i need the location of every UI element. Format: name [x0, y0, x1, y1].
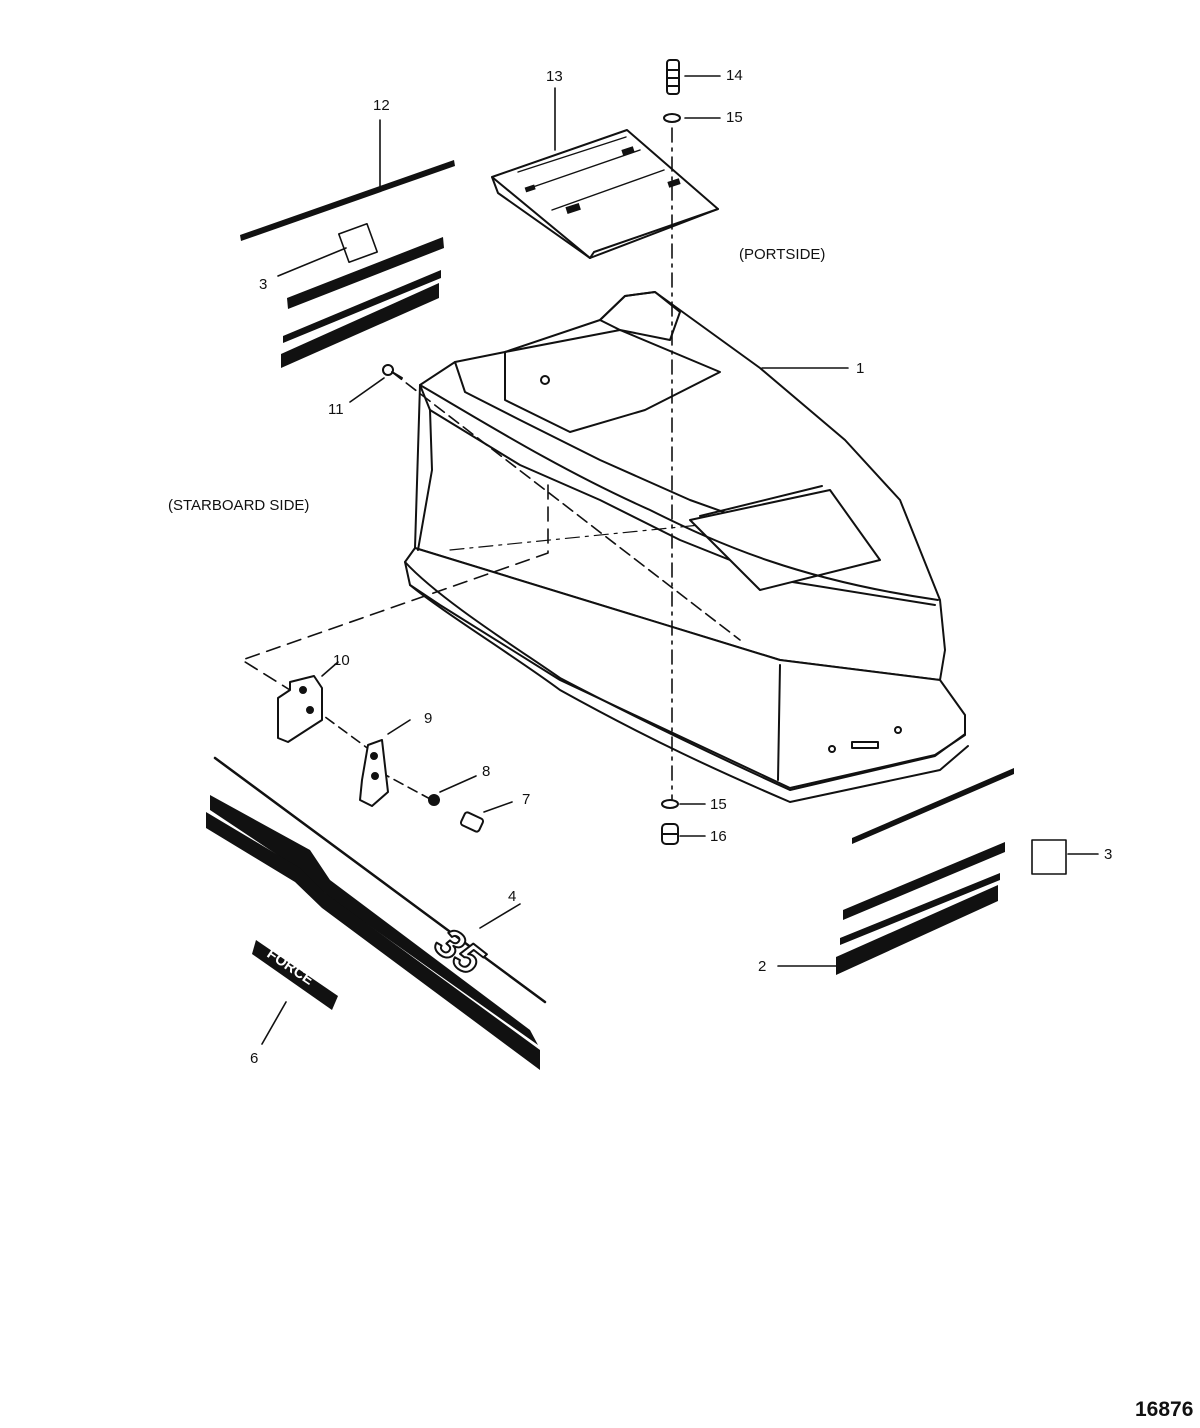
figure-number: 16876	[1135, 1398, 1194, 1421]
callout-12: 12	[373, 97, 390, 114]
bolt-part-11	[382, 364, 403, 379]
latch-part-9	[359, 739, 389, 807]
callout-14: 14	[726, 67, 743, 84]
callout-15-top: 15	[726, 109, 743, 126]
callout-15-bottom: 15	[710, 796, 727, 813]
washer-part-15-bottom	[661, 799, 679, 809]
main-cowl-part	[404, 291, 969, 803]
callout-8: 8	[482, 763, 491, 780]
nut-part-16	[661, 823, 679, 845]
top-cover-part	[491, 129, 719, 259]
starboard-stripe-decal-set	[240, 160, 455, 368]
force-emblem-part-6: FORCE	[252, 940, 338, 1010]
starboard-side-label: (STARBOARD SIDE)	[168, 497, 310, 514]
decal-number-35: 35	[426, 918, 492, 984]
decal-label-3-starboard	[337, 222, 379, 264]
callout-2: 2	[758, 958, 767, 975]
callout-16: 16	[710, 828, 727, 845]
side-decal-part-4: 35	[206, 756, 547, 1070]
callout-4: 4	[508, 888, 517, 905]
portside-label: (PORTSIDE)	[739, 246, 826, 263]
callout-11: 11	[328, 401, 344, 418]
callout-10: 10	[333, 652, 350, 669]
callout-9: 9	[424, 710, 433, 727]
callout-3-portside: 3	[1104, 846, 1113, 863]
bolt-part-7	[459, 811, 485, 833]
washer-part-15-top	[663, 113, 681, 123]
leader-lines	[261, 75, 1099, 1045]
assembly-lines	[241, 127, 741, 801]
nut-part-8	[428, 794, 440, 806]
callout-3-starboard: 3	[259, 276, 268, 293]
decal-label-3-portside	[1031, 839, 1067, 875]
screw-part-14	[666, 59, 680, 95]
callout-7: 7	[522, 791, 531, 808]
callout-1: 1	[856, 360, 865, 377]
callout-13: 13	[546, 68, 563, 85]
bracket-part-10	[277, 675, 323, 743]
callout-6: 6	[250, 1050, 259, 1067]
portside-stripe-decal-set	[836, 768, 1067, 975]
